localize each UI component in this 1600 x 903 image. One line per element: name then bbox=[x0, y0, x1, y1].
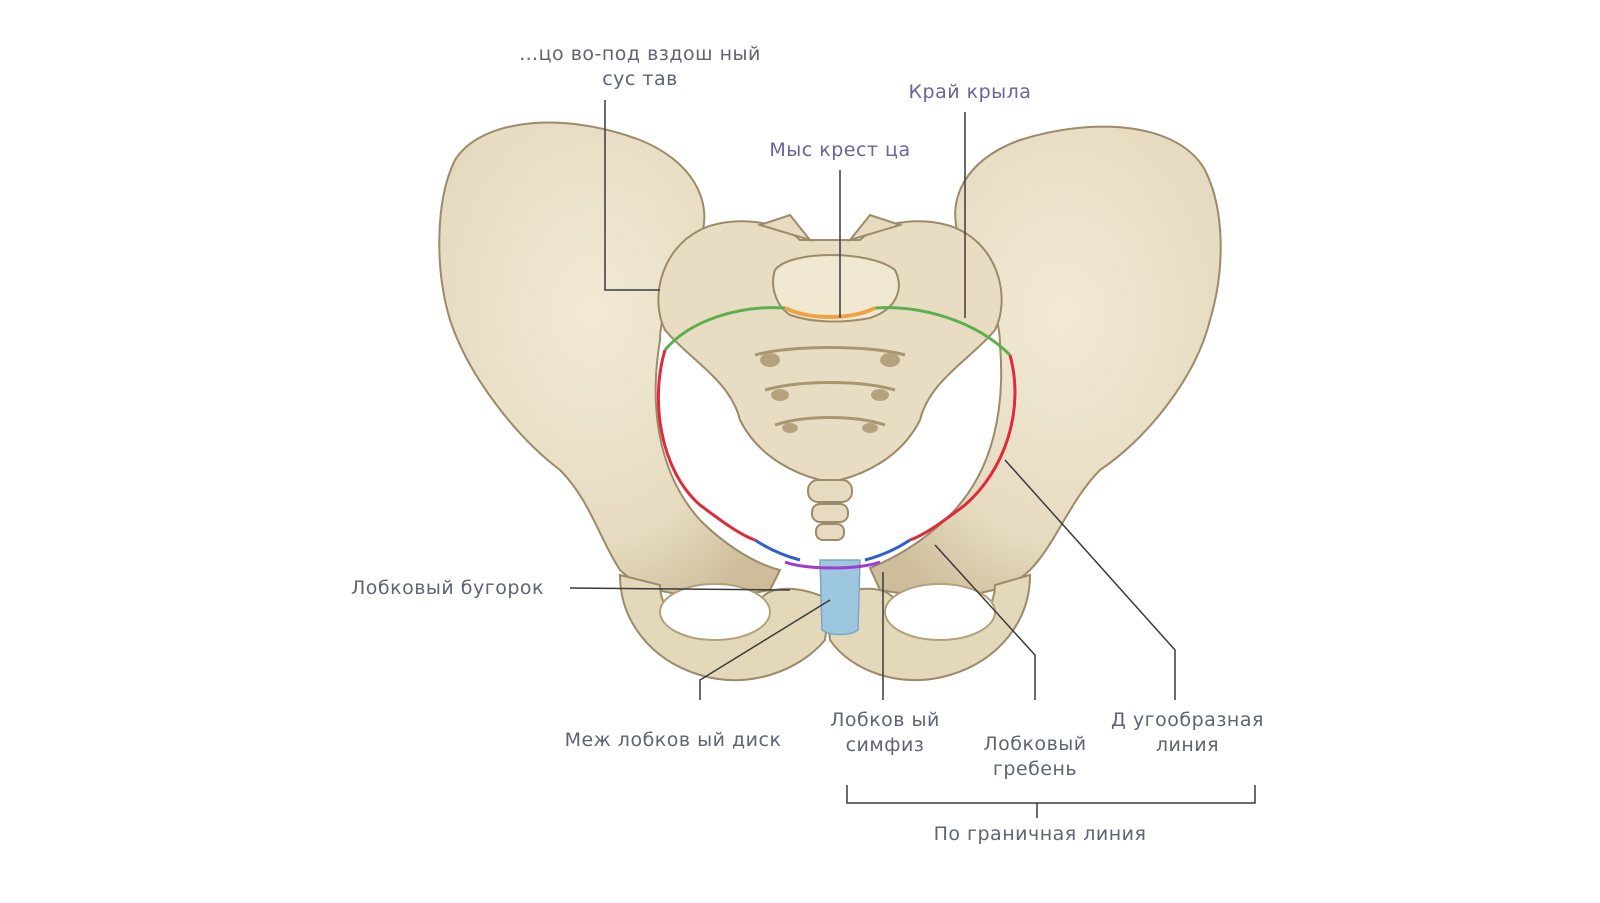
leader-pubic-tubercle bbox=[569, 587, 791, 591]
label-arcuate-line-line2: линия bbox=[1155, 734, 1220, 756]
label-arcuate-line-line1: Д угообразная bbox=[1111, 709, 1264, 731]
label-pubic-symphysis-line1: Лобков ый bbox=[830, 709, 940, 731]
arcuate-line-left bbox=[656, 349, 756, 542]
label-pubic-crest-line2: гребень bbox=[992, 758, 1078, 780]
terminal-line-bracket bbox=[846, 785, 1256, 804]
leader-interpubic-disc bbox=[699, 599, 831, 700]
leader-sacroiliac bbox=[604, 100, 660, 291]
label-terminal-line: По граничная линия bbox=[933, 823, 1147, 845]
label-pubic-symphysis-line2: симфиз bbox=[845, 734, 925, 756]
right-ilium bbox=[868, 125, 1222, 597]
label-pubic-symphysis: Лобков ый симфиз bbox=[815, 708, 955, 758]
label-sacroiliac-joint-line2: сус тав bbox=[602, 68, 678, 90]
pubic-crest-line-right bbox=[864, 538, 911, 562]
interpubic-disc-shape bbox=[819, 559, 861, 636]
pubic-tubercle-line bbox=[784, 560, 881, 570]
label-pubic-crest-line1: Лобковый bbox=[983, 733, 1087, 755]
label-wing-edge: Край крыла bbox=[908, 81, 1032, 103]
label-interpubic-disc: Меж лобков ый диск bbox=[564, 729, 782, 751]
pubic-crest-line-left bbox=[754, 538, 801, 562]
sacral-promontory-shape bbox=[772, 254, 900, 323]
label-sacral-promontory: Мыс крест ца bbox=[769, 139, 911, 161]
arcuate-line-right bbox=[909, 354, 1017, 542]
label-arcuate-line: Д угообразная линия bbox=[1100, 708, 1275, 758]
left-obturator-foramen bbox=[659, 583, 771, 641]
promontory-line bbox=[784, 306, 876, 319]
wing-edge-line bbox=[663, 306, 786, 351]
label-sacroiliac-joint-line1: …цо во-под вздош ный bbox=[519, 43, 761, 65]
label-pubic-tubercle: Лобковый бугорок bbox=[350, 577, 545, 599]
leader-pubic-crest bbox=[934, 544, 1036, 700]
wing-edge-line-right bbox=[874, 306, 1012, 357]
label-pubic-crest: Лобковый гребень bbox=[965, 732, 1105, 782]
leader-arcuate bbox=[1004, 459, 1176, 700]
label-sacroiliac-joint: …цо во-под вздош ный сус тав bbox=[505, 42, 775, 92]
